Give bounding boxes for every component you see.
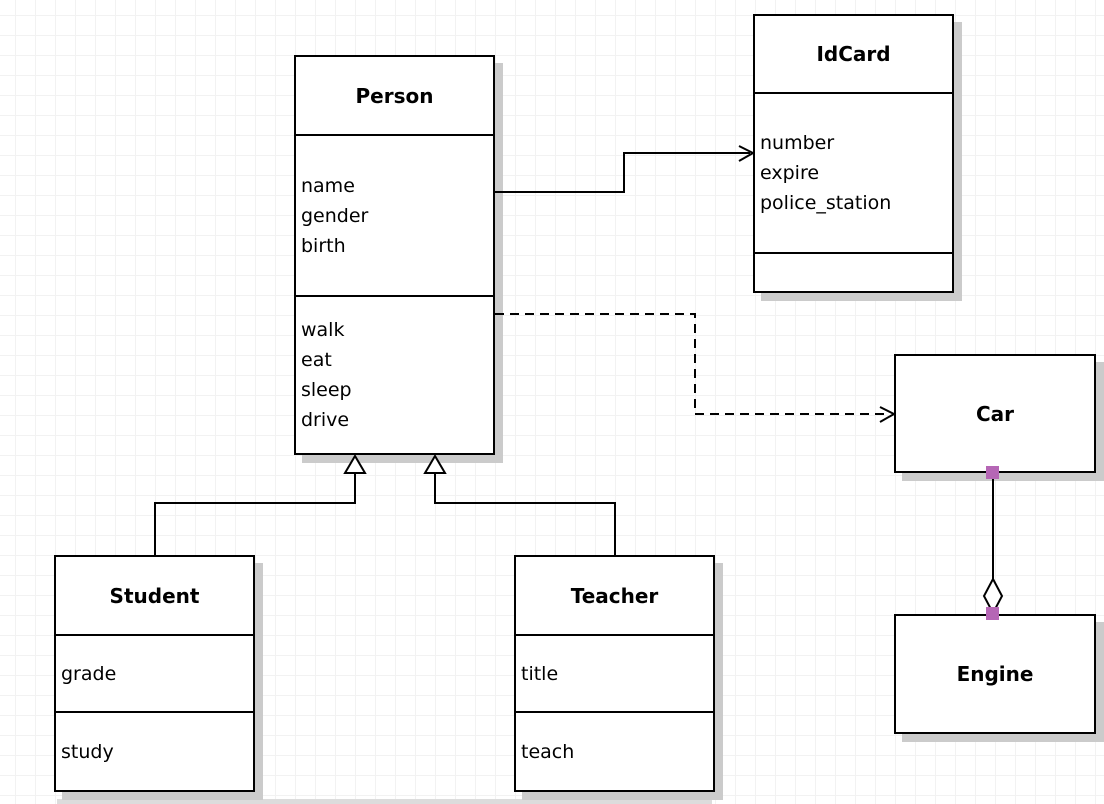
class-student-methods: study [56,713,253,790]
class-person-attributes: name gender birth [296,136,493,297]
class-student[interactable]: Student grade study [54,555,255,792]
class-car-title: Car [975,401,1015,426]
association-person-idcard[interactable] [495,145,756,193]
aggregation-car-engine[interactable] [982,466,1004,620]
hollow-triangle-icon [423,454,447,474]
attribute-number: number [760,132,835,154]
open-arrowhead-icon [879,406,897,423]
open-arrowhead-icon [738,145,756,162]
class-idcard-attributes: number expire police_station [755,94,952,254]
class-teacher-attributes: title [516,636,713,713]
class-teacher[interactable]: Teacher title teach [514,555,715,792]
dependency-person-car[interactable] [495,313,897,423]
class-student-attributes: grade [56,636,253,713]
class-idcard[interactable]: IdCard number expire police_station [753,14,954,293]
attribute-grade: grade [61,662,117,685]
class-idcard-methods-empty [755,254,952,291]
attribute-expire: expire [760,162,820,184]
class-student-title: Student [56,557,253,636]
class-engine-title: Engine [956,662,1034,686]
method-teach: teach [521,740,575,763]
class-person-methods: walk eat sleep drive [296,297,493,453]
attribute-title: title [521,662,559,685]
generalization-student-person[interactable] [154,454,367,555]
class-engine[interactable]: Engine [894,614,1096,734]
method-study: study [61,740,114,763]
method-walk: walk [301,319,345,341]
method-drive: drive [301,409,350,431]
attribute-name: name [301,174,355,197]
class-person[interactable]: Person name gender birth walk eat sleep … [294,55,495,455]
class-teacher-methods: teach [516,713,713,790]
method-eat: eat [301,349,332,371]
hollow-diamond-icon [982,576,1004,616]
class-teacher-title: Teacher [516,557,713,636]
class-person-title: Person [296,57,493,136]
method-sleep: sleep [301,379,352,401]
attribute-birth: birth [301,234,346,257]
attribute-police-station: police_station [760,192,892,214]
attribute-gender: gender [301,204,369,227]
page-edge-shadow [57,799,712,804]
hollow-triangle-icon [343,454,367,474]
class-idcard-title: IdCard [755,16,952,94]
class-car[interactable]: Car [894,354,1096,473]
generalization-teacher-person[interactable] [423,454,616,555]
